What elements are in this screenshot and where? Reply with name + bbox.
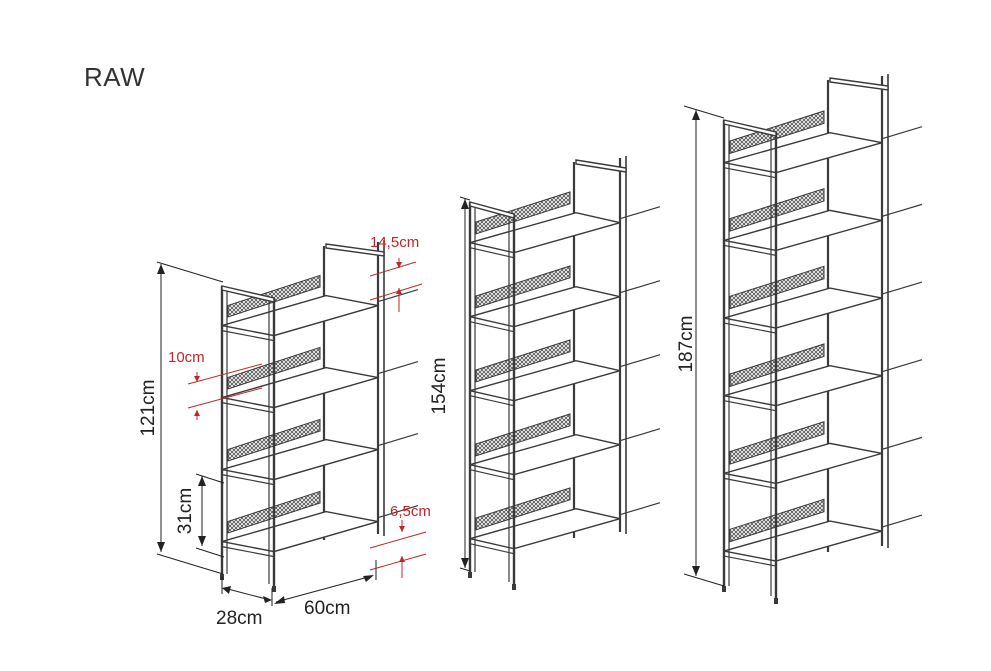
shelf-board-edge (723, 400, 777, 412)
shelf-board-edge (469, 247, 515, 259)
shelf-board-edge (723, 477, 777, 489)
shelf-board-edge (221, 402, 275, 414)
mesh-panel-label: 10cm (168, 349, 205, 366)
side-rail (881, 281, 923, 295)
shelf-board-edge (469, 321, 515, 333)
side-rail (619, 502, 661, 516)
shelf-board-edge (723, 322, 777, 334)
side-rail (619, 354, 661, 368)
shelf-board (469, 433, 621, 476)
dimension-121cm (156, 261, 224, 575)
side-rail (377, 433, 419, 447)
side-rail (619, 206, 661, 220)
side-rail (881, 126, 923, 140)
shelf-unit-medium (468, 156, 661, 590)
dimension-31cm (195, 473, 225, 558)
mesh-panel (475, 487, 571, 531)
shelf-board (723, 287, 883, 329)
shelf-board-edge (221, 546, 275, 558)
shelf-board-edge (221, 330, 275, 342)
mesh-panel (475, 413, 571, 457)
side-rail (377, 361, 419, 375)
side-rail (619, 428, 661, 442)
foot (468, 572, 472, 578)
shelf-board-edge (469, 469, 515, 481)
height-label-small: 121cm (138, 379, 159, 436)
dimension-154cm (459, 196, 471, 572)
side-rail (377, 289, 419, 303)
mesh-panel (227, 274, 321, 318)
shelf-board (723, 520, 883, 562)
dimension-depth-width (221, 560, 377, 606)
dimension-top-rail (369, 258, 423, 312)
shelf-board (723, 442, 883, 485)
front-top-cap (469, 201, 515, 219)
foot (722, 586, 726, 592)
width-label: 60cm (304, 598, 350, 619)
side-rail (619, 280, 661, 294)
shelf-unit-large (722, 74, 923, 604)
top-rail (829, 77, 889, 91)
shelf-spacing-label: 31cm (175, 488, 196, 534)
shelf-board (723, 209, 883, 252)
front-top-cap (723, 119, 777, 137)
side-rail (881, 436, 923, 450)
mesh-panel (475, 265, 571, 309)
shelf-board-edge (723, 555, 777, 567)
shelf-board-edge (469, 395, 515, 407)
dimension-mesh-panel (187, 363, 263, 420)
side-rail (881, 514, 923, 528)
shelf-board (723, 131, 883, 174)
top-rail (325, 243, 385, 257)
shelf-board-edge (469, 543, 515, 555)
top-rail (575, 159, 627, 173)
shelf-unit-small (220, 240, 419, 592)
dimension-187cm (683, 105, 725, 587)
shelf-board (221, 294, 379, 337)
mesh-panel (475, 339, 571, 383)
top-rail-label: 14,5cm (370, 234, 419, 251)
side-rail (881, 359, 923, 373)
shelf-board (221, 438, 379, 481)
foot (774, 598, 778, 604)
side-rail (377, 505, 419, 519)
depth-label: 28cm (216, 608, 262, 629)
shelf-board (469, 285, 621, 328)
foot (512, 584, 516, 590)
shelf-board (469, 507, 621, 550)
side-rail (881, 203, 923, 217)
bottom-gap-label: 6,5cm (390, 503, 431, 520)
shelf-board (469, 211, 621, 254)
height-label-large: 187cm (676, 315, 697, 372)
front-top-cap (221, 285, 275, 303)
shelf-board (469, 359, 621, 402)
brand-label: RAW (84, 62, 146, 92)
height-label-medium: 154cm (429, 357, 450, 414)
shelf-board (221, 510, 379, 553)
dimension-bottom-gap (369, 520, 427, 578)
shelf-board (221, 366, 379, 409)
shelf-board-edge (221, 474, 275, 486)
shelf-board (723, 364, 883, 407)
shelf-board-edge (723, 167, 777, 179)
mesh-panel (475, 191, 571, 235)
shelf-board-edge (723, 244, 777, 256)
foot (272, 586, 276, 592)
